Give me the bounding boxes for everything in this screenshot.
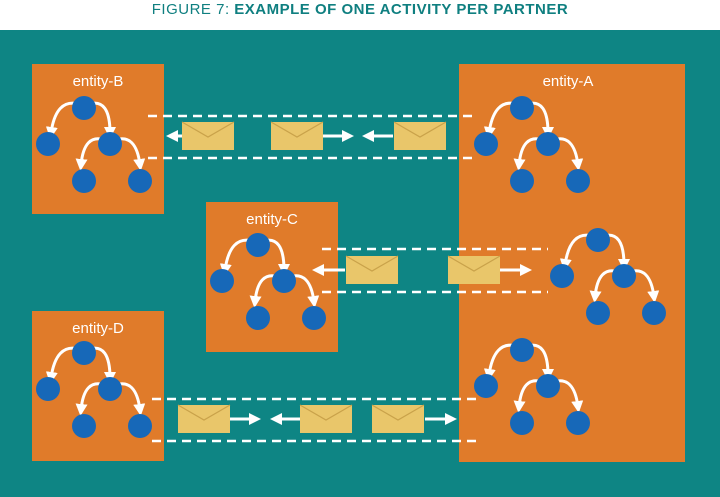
envelope-icon-b2: [270, 121, 324, 151]
envelope-icon-d2: [299, 404, 353, 434]
figure-title: FIGURE 7: EXAMPLE OF ONE ACTIVITY PER PA…: [0, 0, 720, 20]
entity-a-label: entity-A: [543, 73, 594, 90]
channel-lines: [148, 114, 548, 443]
envelope-icon-c2: [447, 255, 501, 285]
diagram-svg: entity-A entity-B entity-C entity-D: [32, 64, 685, 462]
envelope-icon-c1: [345, 255, 399, 285]
message-arrows: [166, 130, 532, 425]
figure-number: FIGURE 7:: [151, 1, 230, 18]
envelope-icon-b3: [393, 121, 447, 151]
figure-caption: EXAMPLE OF ONE ACTIVITY PER PARTNER: [234, 1, 569, 18]
entity-c-label: entity-C: [246, 211, 298, 228]
envelope-icon-d1: [177, 404, 231, 434]
envelope-icon-b1: [181, 121, 235, 151]
figure-header: FIGURE 7: EXAMPLE OF ONE ACTIVITY PER PA…: [0, 0, 720, 30]
diagram-canvas: entity-A entity-B entity-C entity-D: [0, 30, 720, 497]
envelope-icon-d3: [371, 404, 425, 434]
entity-b-label: entity-B: [73, 73, 124, 90]
entity-d-label: entity-D: [72, 320, 124, 337]
